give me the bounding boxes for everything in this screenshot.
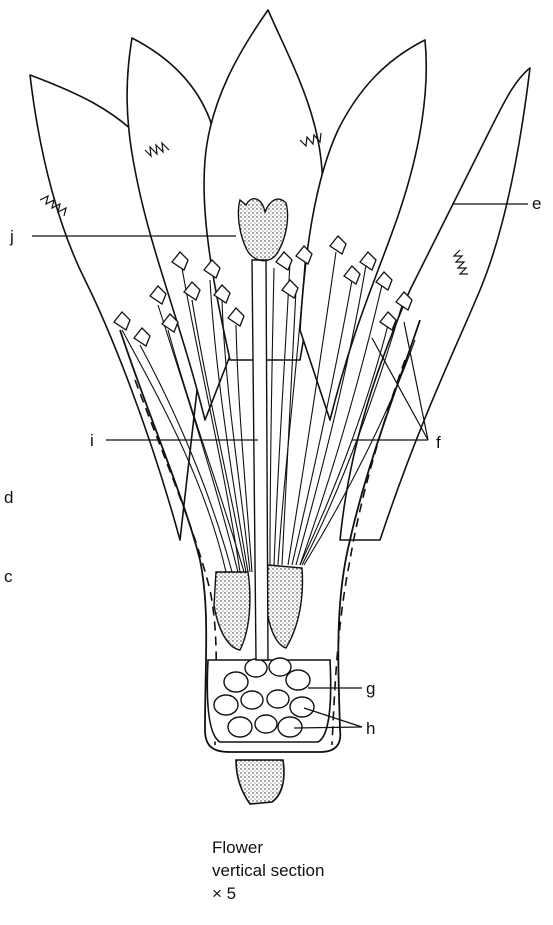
style bbox=[252, 260, 268, 660]
label-d: d bbox=[4, 488, 13, 507]
label-g: g bbox=[366, 679, 375, 698]
label-h: h bbox=[366, 719, 375, 738]
label-j: j bbox=[9, 227, 14, 246]
caption-magnification: × 5 bbox=[212, 882, 432, 905]
stamen-base-left bbox=[214, 572, 250, 650]
stamen-base-right bbox=[266, 565, 302, 648]
caption-title: Flower bbox=[212, 836, 432, 859]
label-i: i bbox=[90, 431, 94, 450]
pedicel bbox=[236, 760, 284, 804]
label-c: c bbox=[4, 567, 13, 586]
caption-subtitle: vertical section bbox=[212, 859, 432, 882]
figure-caption: Flower vertical section × 5 bbox=[212, 836, 432, 905]
label-e: e bbox=[532, 194, 541, 213]
label-f: f bbox=[436, 433, 441, 452]
